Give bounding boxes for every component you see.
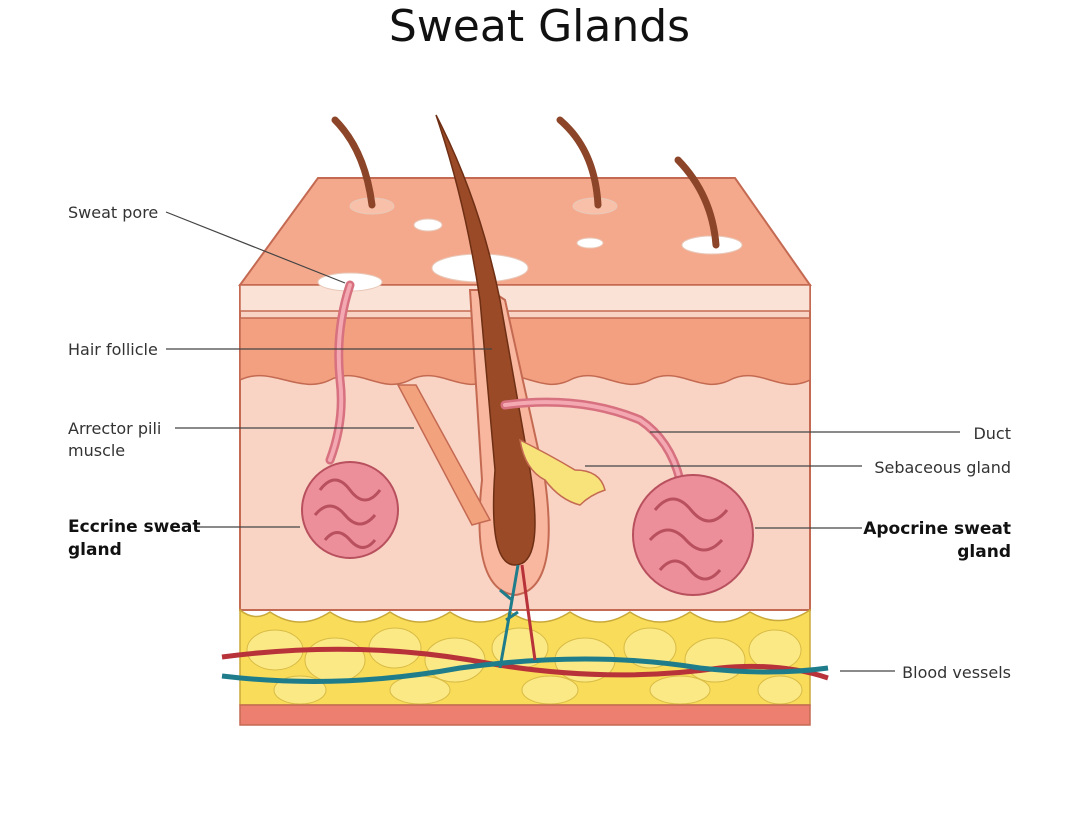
sebaceous-gland [519,438,606,506]
label-eccrine-line2: gland [68,540,122,560]
muscle-base-layer [239,704,811,726]
label-arrector-pili-line1: Arrector pili [68,419,162,438]
skin-illustration [165,114,960,726]
leader-sweat-pore [165,211,346,284]
label-sebaceous-gland: Sebaceous gland [874,458,1011,477]
epidermis-top-band [239,284,811,312]
blood-vessel-artery [221,646,829,681]
capillary-vein [498,564,520,669]
label-hair-follicle: Hair follicle [68,340,158,359]
label-arrector-pili-line2: muscle [68,441,126,460]
hair-strand [674,156,720,249]
blood-vessel-vein [221,656,829,684]
label-apocrine-line2: gland [957,542,1011,562]
eccrine-gland-coil [301,461,399,559]
main-hair-shaft [435,114,536,566]
diagram-title: Sweat Glands [388,1,691,52]
label-blood-vessels: Blood vessels [902,663,1011,682]
label-apocrine-line1: Apocrine sweat [863,519,1011,539]
diagram-canvas: Sweat Glands [68,1,1011,726]
hair-strand [556,116,602,209]
capillary-artery [520,564,537,661]
label-eccrine-line1: Eccrine sweat [68,517,201,537]
epidermis-layer [239,317,811,386]
hair-strand [331,116,376,209]
label-sweat-pore: Sweat pore [68,203,159,222]
arrector-pili-muscle [396,384,492,526]
apocrine-gland-coil [632,474,754,596]
label-duct: Duct [973,424,1011,443]
